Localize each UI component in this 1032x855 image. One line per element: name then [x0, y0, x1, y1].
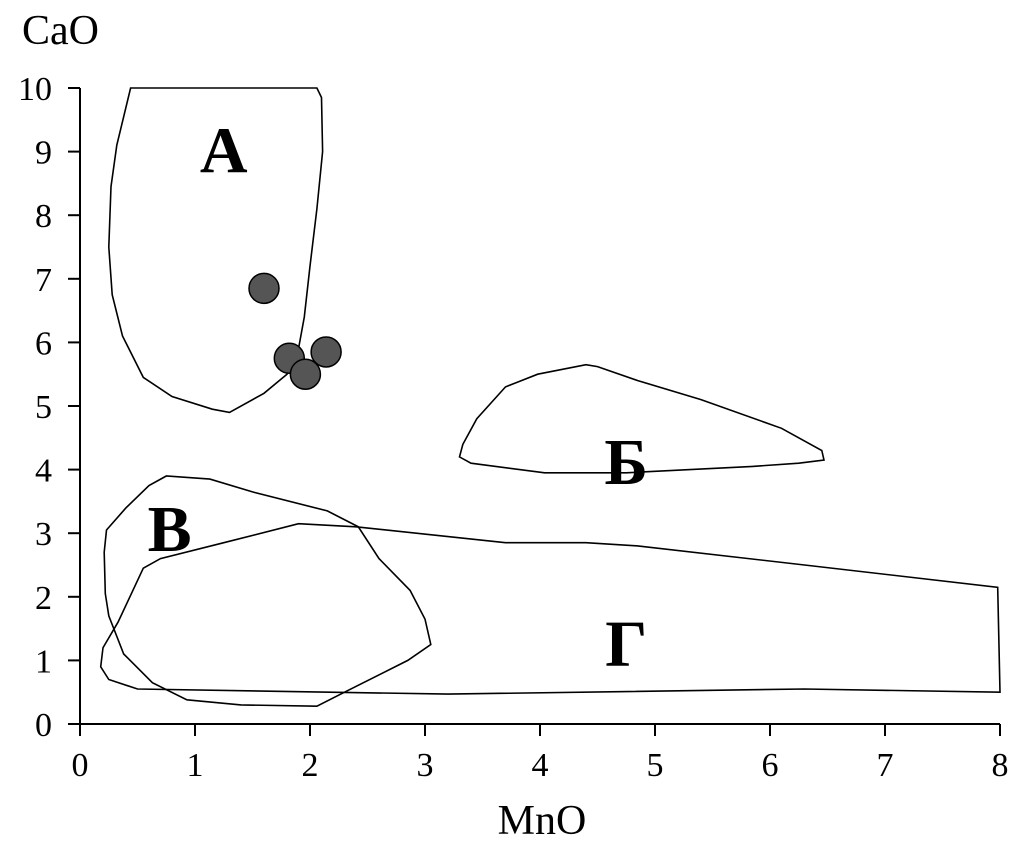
y-tick-label-1: 1	[35, 643, 52, 680]
x-tick-label-8: 8	[992, 747, 1009, 784]
field-polygon-3	[99, 522, 1001, 695]
x-tick-label-0: 0	[72, 747, 89, 784]
x-tick-label-4: 4	[532, 747, 549, 784]
y-tick-label-8: 8	[35, 198, 52, 235]
field-label-2: В	[148, 493, 192, 566]
x-tick-label-7: 7	[877, 747, 894, 784]
x-tick-label-5: 5	[647, 747, 664, 784]
data-point-3	[310, 336, 342, 368]
field-polygon-0	[107, 87, 324, 414]
x-tick-label-1: 1	[187, 747, 204, 784]
x-tick-label-3: 3	[417, 747, 434, 784]
field-polygon-2	[103, 475, 432, 708]
data-point-2	[289, 358, 322, 390]
y-tick-label-6: 6	[35, 325, 52, 362]
field-label-0: А	[200, 114, 248, 187]
y-tick-label-0: 0	[35, 707, 52, 744]
field-label-1: Б	[604, 426, 648, 499]
y-tick-label-9: 9	[35, 135, 52, 172]
y-tick-label-7: 7	[35, 262, 52, 299]
y-tick-label-2: 2	[35, 580, 52, 617]
x-axis-title: MnO	[498, 798, 587, 844]
field-polygon-1	[458, 363, 825, 474]
data-points	[248, 272, 342, 390]
y-tick-label-5: 5	[35, 389, 52, 426]
field-polygons: А Б В Г	[99, 87, 1001, 708]
data-point-0	[248, 272, 280, 305]
y-tick-label-10: 10	[18, 71, 52, 108]
tick-marks: 0 1 2 3 4 5 6 7 8 0 1 2 3 4 5 6 7 8 9 10	[18, 71, 1009, 784]
x-tick-label-6: 6	[762, 747, 779, 784]
x-tick-label-2: 2	[302, 747, 319, 784]
field-label-3: Г	[605, 607, 647, 680]
y-tick-label-4: 4	[35, 453, 52, 490]
y-axis-title: CaO	[22, 8, 99, 54]
y-tick-label-3: 3	[35, 516, 52, 553]
